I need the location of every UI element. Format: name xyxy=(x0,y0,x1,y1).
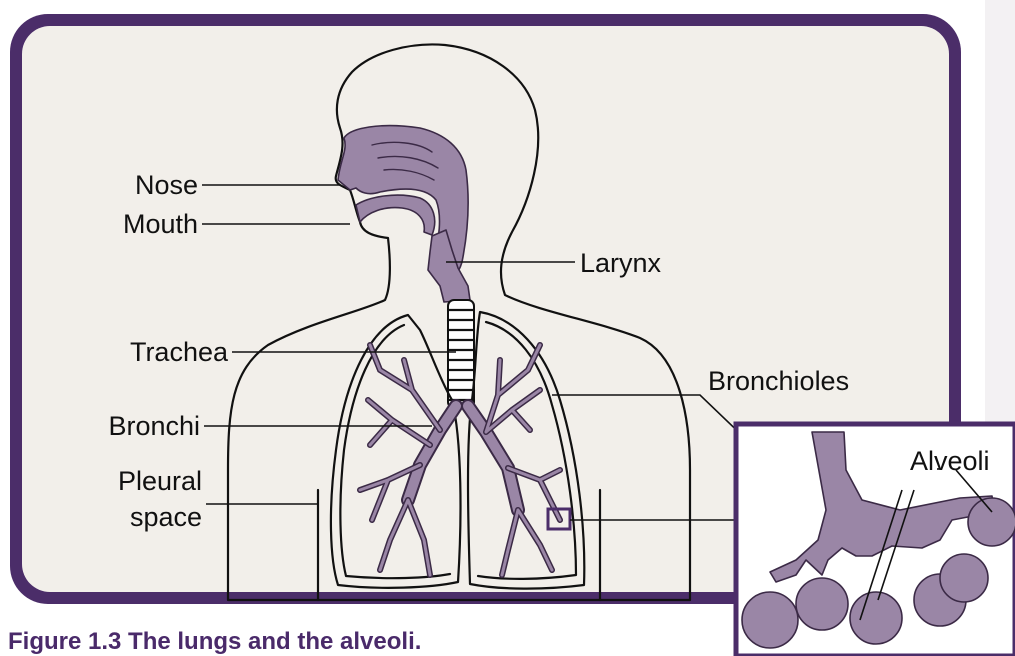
label-pleural-line1: Pleural xyxy=(118,466,202,496)
trachea-rings xyxy=(448,300,474,408)
label-larynx: Larynx xyxy=(580,248,662,278)
label-trachea: Trachea xyxy=(130,337,229,367)
label-bronchi: Bronchi xyxy=(108,411,200,441)
label-bronchioles: Bronchioles xyxy=(708,366,849,396)
figure-caption: Figure 1.3 The lungs and the alveoli. xyxy=(8,628,421,656)
label-mouth: Mouth xyxy=(123,209,198,239)
label-nose: Nose xyxy=(135,170,198,200)
label-pleural-line2: space xyxy=(130,502,202,532)
label-alveoli: Alveoli xyxy=(910,446,990,476)
